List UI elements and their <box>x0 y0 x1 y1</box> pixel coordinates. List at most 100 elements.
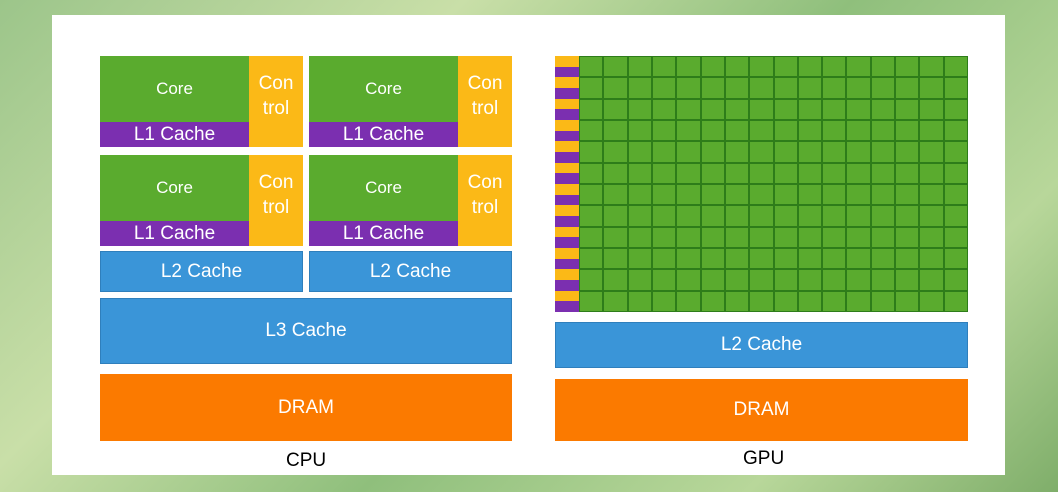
control-label-1: Con <box>467 171 503 193</box>
gpu-core-cell <box>750 78 773 98</box>
gpu-core-cell <box>823 291 846 311</box>
gpu-core-cell <box>944 270 967 290</box>
gpu-core-cell <box>580 99 603 119</box>
gpu-core-cell <box>920 206 943 226</box>
gpu-core-cell <box>677 206 700 226</box>
gpu-l1-cache-segment <box>555 173 579 185</box>
gpu-control-cache-strip <box>555 56 579 313</box>
cpu-control: Con trol <box>458 56 512 147</box>
gpu-core-cell <box>944 99 967 119</box>
control-label-2: trol <box>262 97 290 119</box>
gpu-core-cell <box>652 270 676 290</box>
control-label-2: trol <box>262 196 290 218</box>
gpu-dram: DRAM <box>555 379 968 441</box>
gpu-core-cell <box>823 270 846 290</box>
gpu-core-cell <box>677 227 700 247</box>
gpu-core-cell <box>725 185 749 205</box>
gpu-core-cell <box>580 163 603 183</box>
gpu-core-cell <box>871 163 895 183</box>
control-label-2: trol <box>471 196 499 218</box>
gpu-core-cell <box>823 185 846 205</box>
gpu-l1-cache-segment <box>555 152 579 163</box>
gpu-core-cell <box>847 291 870 311</box>
gpu-core-cell <box>628 78 651 98</box>
gpu-core-cell <box>823 57 846 77</box>
control-label-2: trol <box>471 97 499 119</box>
gpu-core-cell <box>871 291 895 311</box>
gpu-core-cell <box>701 99 724 119</box>
gpu-core-cell <box>580 185 603 205</box>
gpu-core-cell <box>774 99 797 119</box>
gpu-core-cell <box>774 291 797 311</box>
gpu-core-cell <box>701 121 724 141</box>
gpu-l1-cache-segment <box>555 130 579 142</box>
gpu-core-cell <box>774 57 797 77</box>
gpu-core-cell <box>798 185 822 205</box>
gpu-core-cell <box>652 227 676 247</box>
gpu-core-cell <box>896 78 919 98</box>
gpu-core-cell <box>847 142 870 162</box>
gpu-core-cell <box>847 270 870 290</box>
gpu-core-cell <box>652 249 676 269</box>
gpu-control-segment <box>555 56 579 67</box>
gpu-core-cell <box>944 291 967 311</box>
gpu-core-cell <box>580 206 603 226</box>
gpu-core-cell <box>871 78 895 98</box>
gpu-l2-cache: L2 Cache <box>555 322 968 368</box>
cpu-l1-cache: L1 Cache <box>100 221 249 246</box>
gpu-core-cell <box>652 142 676 162</box>
gpu-core-cell <box>580 57 603 77</box>
gpu-core-cell <box>701 270 724 290</box>
gpu-core-cell <box>725 206 749 226</box>
gpu-core-cell <box>580 227 603 247</box>
gpu-core-cell <box>798 163 822 183</box>
gpu-l1-cache-segment <box>555 109 579 121</box>
gpu-core-cell <box>774 249 797 269</box>
gpu-core-cell <box>871 99 895 119</box>
gpu-core-cell <box>701 163 724 183</box>
gpu-core-cell <box>628 291 651 311</box>
gpu-core-cell <box>725 291 749 311</box>
gpu-core-cell <box>823 227 846 247</box>
cpu-l1-cache: L1 Cache <box>309 221 458 246</box>
gpu-control-segment <box>555 184 579 195</box>
gpu-core-cell <box>920 57 943 77</box>
gpu-core-cell <box>725 163 749 183</box>
gpu-core-cell <box>871 249 895 269</box>
gpu-core-cell <box>920 291 943 311</box>
gpu-core-cell <box>944 185 967 205</box>
gpu-core-cell <box>944 57 967 77</box>
gpu-core-cell <box>798 291 822 311</box>
gpu-core-cell <box>871 270 895 290</box>
gpu-l1-cache-segment <box>555 258 579 270</box>
gpu-core-cell <box>750 270 773 290</box>
gpu-core-cell <box>750 206 773 226</box>
gpu-core-cell <box>871 227 895 247</box>
cpu-core: Core <box>309 56 458 122</box>
gpu-core-cell <box>677 163 700 183</box>
gpu-core-cell <box>920 227 943 247</box>
gpu-core-cell <box>652 99 676 119</box>
control-label-1: Con <box>467 72 503 94</box>
gpu-core-cell <box>701 142 724 162</box>
gpu-core-cell <box>920 249 943 269</box>
gpu-core-cell <box>847 227 870 247</box>
gpu-core-cell <box>604 206 627 226</box>
gpu-core-cell <box>604 121 627 141</box>
gpu-core-cell <box>725 270 749 290</box>
gpu-core-cell <box>871 121 895 141</box>
gpu-core-cell <box>750 291 773 311</box>
gpu-core-cell <box>896 270 919 290</box>
gpu-core-cell <box>750 142 773 162</box>
gpu-core-cell <box>896 121 919 141</box>
gpu-core-cell <box>774 227 797 247</box>
gpu-core-cell <box>750 57 773 77</box>
gpu-core-cell <box>604 163 627 183</box>
cpu-l2-cache-1: L2 Cache <box>100 251 303 292</box>
gpu-core-cell <box>896 206 919 226</box>
gpu-core-cell <box>847 121 870 141</box>
gpu-core-cell <box>628 249 651 269</box>
gpu-core-cell <box>628 142 651 162</box>
gpu-core-cell <box>774 270 797 290</box>
gpu-core-cell <box>725 249 749 269</box>
